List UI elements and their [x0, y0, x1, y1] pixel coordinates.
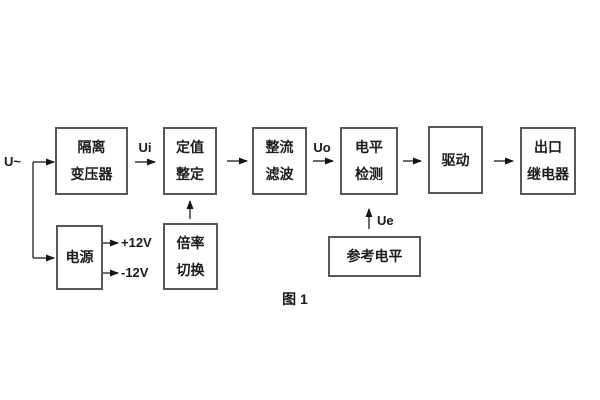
figure-caption: 图 1 — [282, 291, 308, 307]
label-minus-12v: -12V — [121, 265, 149, 280]
label-ui: Ui — [138, 140, 152, 155]
label-input-voltage: U~ — [4, 154, 21, 169]
block-power-supply: 电源 — [56, 225, 103, 290]
block-rectifier-filter: 整流 滤波 — [252, 127, 307, 195]
block-setpoint-adjust: 定值 整定 — [163, 127, 217, 195]
label-plus-12v: +12V — [121, 235, 152, 250]
label-uo: Uo — [313, 140, 331, 155]
block-level-detection: 电平 检测 — [340, 127, 398, 195]
label-ue: Ue — [377, 213, 394, 228]
block-output-relay: 出口 继电器 — [520, 127, 576, 195]
block-ratio-switch: 倍率 切换 — [163, 223, 218, 290]
block-drive: 驱动 — [428, 126, 483, 194]
block-isolation-transformer: 隔离 变压器 — [55, 127, 128, 195]
block-reference-level: 参考电平 — [328, 236, 421, 277]
